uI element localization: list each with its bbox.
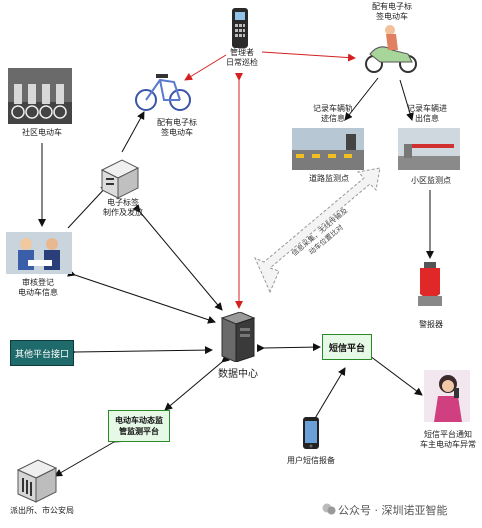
road-monitor-caption: 记录车辆轨 迹信息 (313, 104, 353, 123)
road-monitor-label: 道路监测点 (309, 174, 349, 183)
arrow-userphone-to-sms (313, 367, 346, 421)
road-monitor-photo (292, 128, 364, 170)
user-sms-label: 用户短信报备 (287, 456, 335, 465)
community-monitor-label: 小区监测点 (411, 176, 451, 185)
community-monitor-caption: 记录车辆进 出信息 (407, 104, 447, 123)
arrow-otherplatform-datacenter (67, 346, 213, 357)
arrow-tagissue-datacenter (132, 204, 223, 311)
sms-notify-label: 短信平台通知 车主电动车异常 (420, 430, 476, 449)
alarm-label: 警报器 (419, 320, 443, 329)
arrow-handheld-to-top-ebike (261, 51, 356, 62)
tagged-ebike-left-label: 配有电子标 签电动车 (157, 118, 197, 137)
handheld-scanner-icon (232, 8, 248, 48)
wechat-logo-icon (322, 503, 336, 515)
watermark-text: 公众号 · 深圳诺亚智能 (338, 504, 448, 517)
community-ebike-photo (8, 68, 72, 124)
arrow-datacenter-dynamic (164, 354, 230, 411)
dynamic-platform-box: 电动车动态监 管监测平台 (108, 410, 170, 442)
community-monitor-photo (398, 128, 460, 170)
arrow-ebike-to-community (399, 79, 414, 121)
arrow-registration-datacenter (67, 268, 216, 324)
community-ebike-label: 社区电动车 (22, 128, 62, 137)
police-label: 派出所、市公安局 (10, 506, 74, 515)
sms-platform-box: 短信平台 (322, 334, 372, 360)
user-phone-icon (303, 417, 319, 449)
police-server-icon (16, 459, 58, 503)
handheld-label: 管理者 日常巡检 (226, 48, 258, 67)
alarm-light-icon (418, 262, 442, 306)
arrow-tagissue-to-ebike (121, 111, 145, 153)
arrow-dynamic-police (54, 435, 123, 477)
wireless-transfer-arrow (254, 167, 381, 294)
registration-label: 审核登记 电动车信息 (18, 278, 58, 297)
arrow-handheld-to-left-ebike (184, 54, 227, 81)
tagged-bicycle-icon (135, 74, 191, 111)
arrow-sms-to-notify (369, 355, 423, 396)
other-platform-box: 其他平台接口 (10, 340, 74, 366)
arrow-ebike-to-road (344, 77, 379, 121)
tag-issue-label: 电子标签 制作及发放 (103, 198, 143, 217)
tagged-ebike-top-label: 配有电子标 签电动车 (372, 2, 412, 21)
scooter-top-icon (365, 25, 417, 73)
tag-issue-server-icon (100, 159, 140, 199)
arrow-datacenter-sms (256, 343, 321, 353)
data-center-label: 数据中心 (218, 369, 258, 380)
arrow-registration-to-tagissue (67, 184, 109, 229)
data-center-server-icon (220, 312, 256, 362)
phone-user-photo (424, 370, 470, 422)
registration-photo (6, 232, 72, 274)
